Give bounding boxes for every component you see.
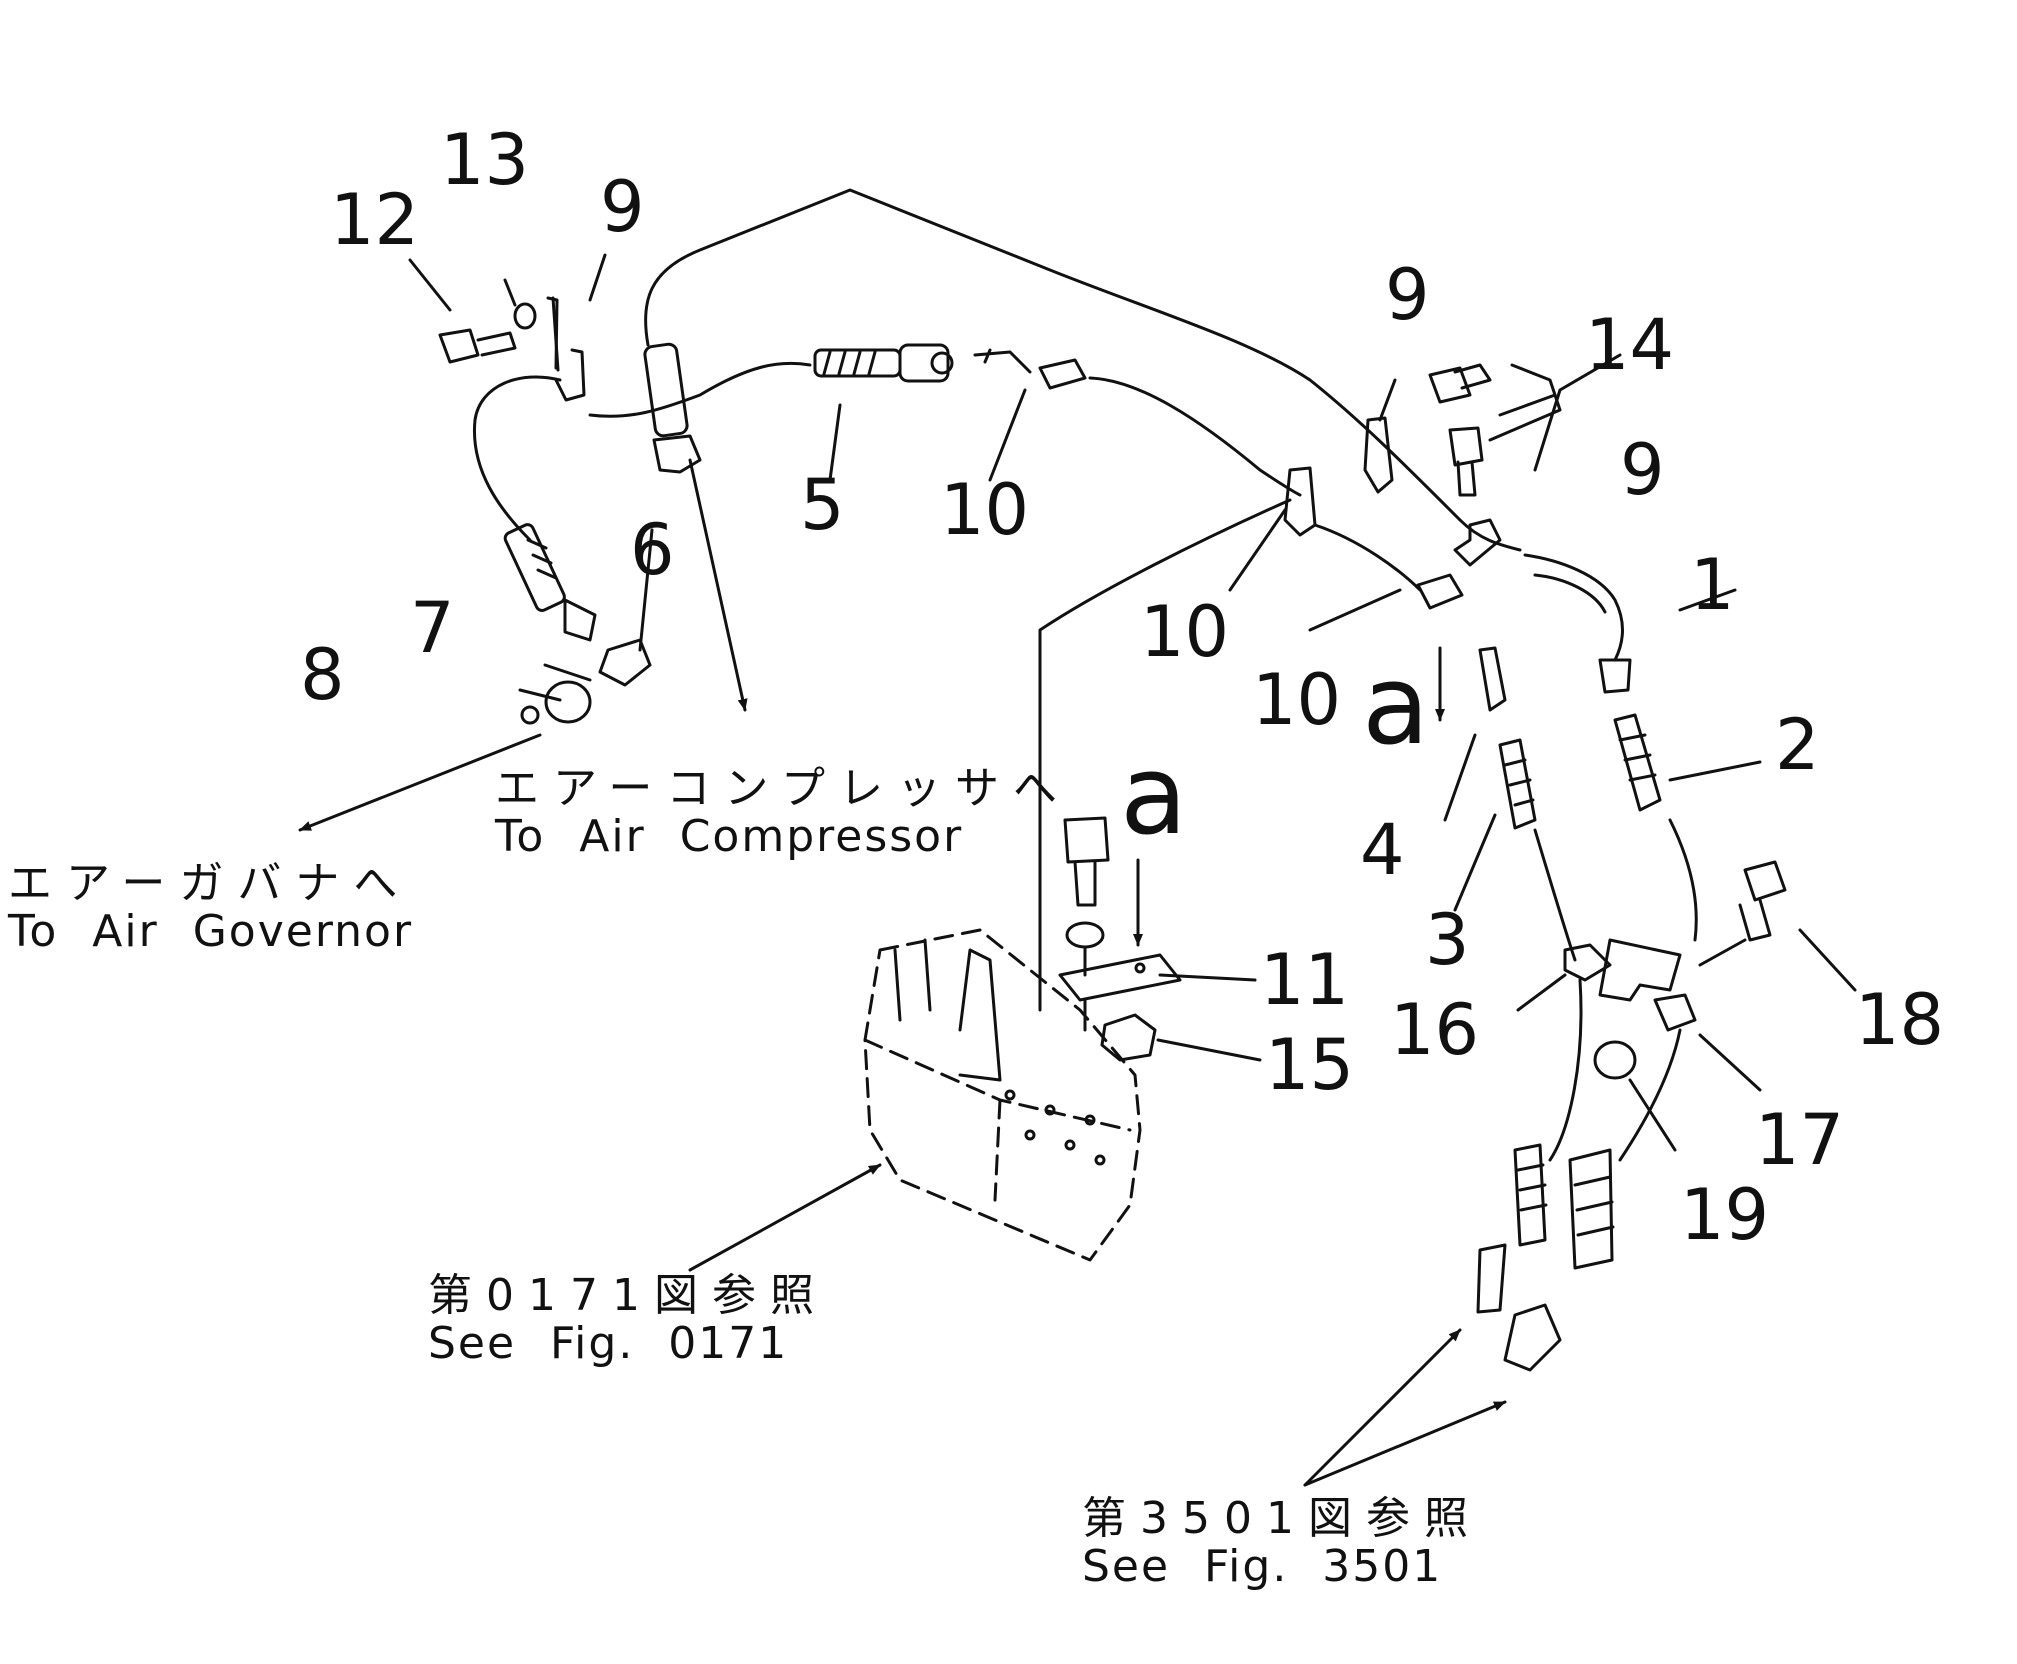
hose-to-connector bbox=[588, 361, 812, 418]
cap-7 bbox=[544, 680, 592, 724]
part-number-19: 19 bbox=[1680, 1174, 1770, 1256]
pipe-down-right bbox=[1533, 818, 1698, 962]
hose-lower-ribs bbox=[526, 538, 558, 580]
bolt-12 bbox=[438, 328, 517, 364]
part-number-10-lower: 10 bbox=[1252, 659, 1342, 741]
clamp-16 bbox=[1563, 943, 1612, 982]
part-number-7: 7 bbox=[410, 587, 455, 669]
pipe-1 bbox=[1523, 553, 1624, 662]
part-number-16: 16 bbox=[1390, 989, 1480, 1071]
callout-fig-3501: 第3501図参照 See Fig. 3501 bbox=[1082, 1495, 1482, 1590]
support-post bbox=[893, 938, 1002, 1082]
elbow-fitting bbox=[643, 342, 689, 438]
part-number-4: 4 bbox=[1360, 809, 1405, 891]
elbow-nut bbox=[652, 434, 702, 474]
hose-lower-nut bbox=[563, 598, 597, 642]
washer-13 bbox=[513, 302, 537, 330]
view-ref-a-center: a bbox=[1120, 731, 1188, 859]
bolt-18-line bbox=[1698, 938, 1747, 967]
lower-hose-left bbox=[1548, 978, 1583, 1162]
part-number-1: 1 bbox=[1690, 544, 1735, 626]
part-number-18: 18 bbox=[1855, 979, 1945, 1061]
nut-19 bbox=[1593, 1040, 1637, 1080]
view-ref-a-right: a bbox=[1362, 641, 1430, 769]
part-number-11: 11 bbox=[1260, 939, 1350, 1021]
part-number-9-top: 9 bbox=[1385, 254, 1430, 336]
part-number-2: 2 bbox=[1775, 704, 1820, 786]
lower-hose-right bbox=[1618, 1028, 1682, 1162]
clamp-9-mid bbox=[1453, 518, 1502, 567]
bolt-18 bbox=[1738, 860, 1787, 942]
bolt-14b bbox=[1448, 426, 1484, 497]
part-number-13: 13 bbox=[440, 119, 530, 201]
part-number-15: 15 bbox=[1265, 1024, 1355, 1106]
bolt-center bbox=[1063, 816, 1110, 907]
callout-air-compressor-en: To Air Compressor bbox=[495, 810, 964, 862]
part-number-9-left: 9 bbox=[600, 166, 645, 248]
part-number-10-center: 10 bbox=[1140, 591, 1230, 673]
part-number-3: 3 bbox=[1425, 899, 1470, 981]
callout-fig-3501-jp: 第3501図参照 bbox=[1082, 1493, 1482, 1544]
bracket-16-17 bbox=[1598, 938, 1682, 1002]
hose-5-bore bbox=[930, 351, 954, 375]
hose-5-ribs bbox=[822, 350, 877, 376]
bolt-14a bbox=[1428, 363, 1492, 404]
washer-8 bbox=[520, 705, 540, 725]
connector-10-stub bbox=[973, 348, 1032, 374]
nut-15 bbox=[1100, 1013, 1157, 1062]
callout-air-compressor: エアーコンプレッサへ To Air Compressor bbox=[495, 765, 1071, 860]
callout-air-governor: エアーガバナへ To Air Governor bbox=[8, 860, 413, 955]
callout-fig-0171-jp: 第0171図参照 bbox=[428, 1270, 828, 1321]
clip-10-lower bbox=[1416, 573, 1464, 610]
callout-air-compressor-jp: エアーコンプレッサへ bbox=[495, 763, 1072, 814]
lower-fitting-left bbox=[1513, 1143, 1548, 1247]
callout-fig-0171: 第0171図参照 See Fig. 0171 bbox=[428, 1272, 828, 1367]
washer-center bbox=[1065, 921, 1105, 949]
part-number-9-right: 9 bbox=[1620, 429, 1665, 511]
fitting-4 bbox=[1478, 646, 1507, 712]
part-number-8: 8 bbox=[300, 634, 345, 716]
part-number-5: 5 bbox=[800, 464, 845, 546]
clip-10-center bbox=[1283, 466, 1317, 537]
lower-end-left bbox=[1476, 1243, 1507, 1314]
pipe-loop bbox=[1458, 518, 1522, 552]
callout-fig-3501-en: See Fig. 3501 bbox=[1082, 1540, 1443, 1592]
part-number-12: 12 bbox=[330, 179, 420, 261]
bracket-14-line bbox=[1488, 363, 1562, 442]
mounting-block bbox=[863, 928, 1142, 1262]
part-number-14: 14 bbox=[1585, 304, 1675, 386]
callout-fig-0171-en: See Fig. 0171 bbox=[428, 1317, 789, 1369]
part-number-10-top: 10 bbox=[940, 469, 1030, 551]
part-number-17: 17 bbox=[1755, 1099, 1845, 1181]
plate-11 bbox=[1058, 953, 1182, 1002]
hose-3 bbox=[1498, 738, 1537, 830]
pipe-to-clip bbox=[1088, 376, 1302, 497]
plate-11-hole bbox=[1134, 962, 1146, 974]
pipe-center bbox=[1313, 523, 1422, 592]
part-number-6: 6 bbox=[630, 509, 675, 591]
long-air-pipe bbox=[644, 188, 1462, 522]
callout-air-governor-jp: エアーガバナへ bbox=[8, 858, 412, 909]
union-2 bbox=[1613, 713, 1662, 812]
pipe-1-nut bbox=[1598, 658, 1632, 694]
lower-end-right bbox=[1503, 1303, 1562, 1372]
callout-air-governor-en: To Air Governor bbox=[8, 905, 414, 957]
clip-10-top bbox=[1038, 358, 1087, 390]
bracket-tick bbox=[546, 296, 559, 370]
hose-5-nut bbox=[898, 343, 950, 383]
pipe-to-block bbox=[1038, 498, 1292, 1012]
clamp-17 bbox=[1653, 993, 1697, 1032]
hose-left-loop bbox=[472, 375, 562, 542]
fitting-6 bbox=[598, 638, 652, 687]
lower-fitting-right bbox=[1568, 1148, 1615, 1270]
hose-lower-left bbox=[503, 523, 566, 612]
